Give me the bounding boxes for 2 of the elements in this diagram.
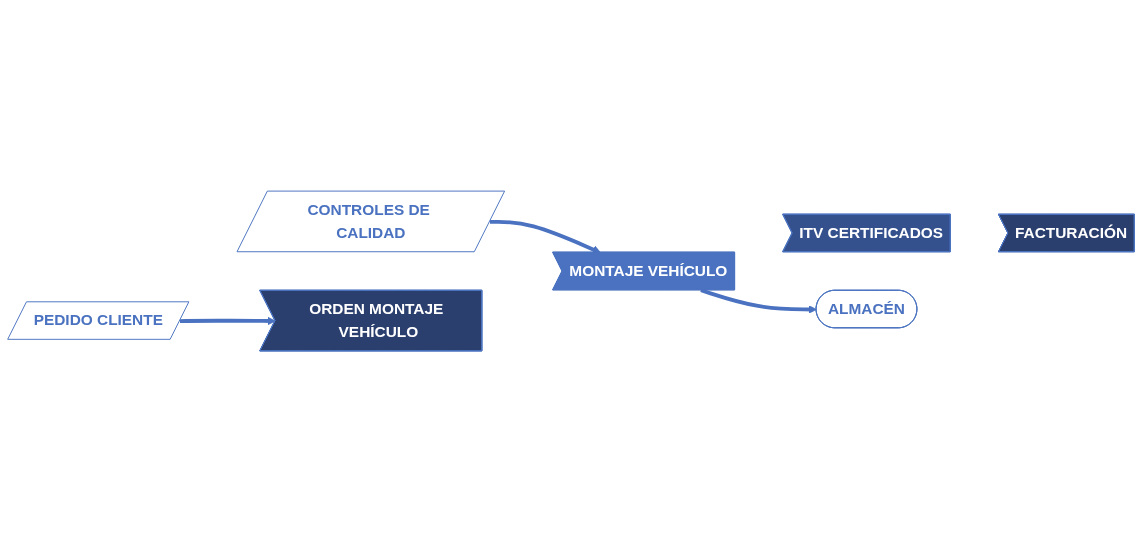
arrow: [489, 219, 601, 254]
arrow: [700, 288, 817, 314]
